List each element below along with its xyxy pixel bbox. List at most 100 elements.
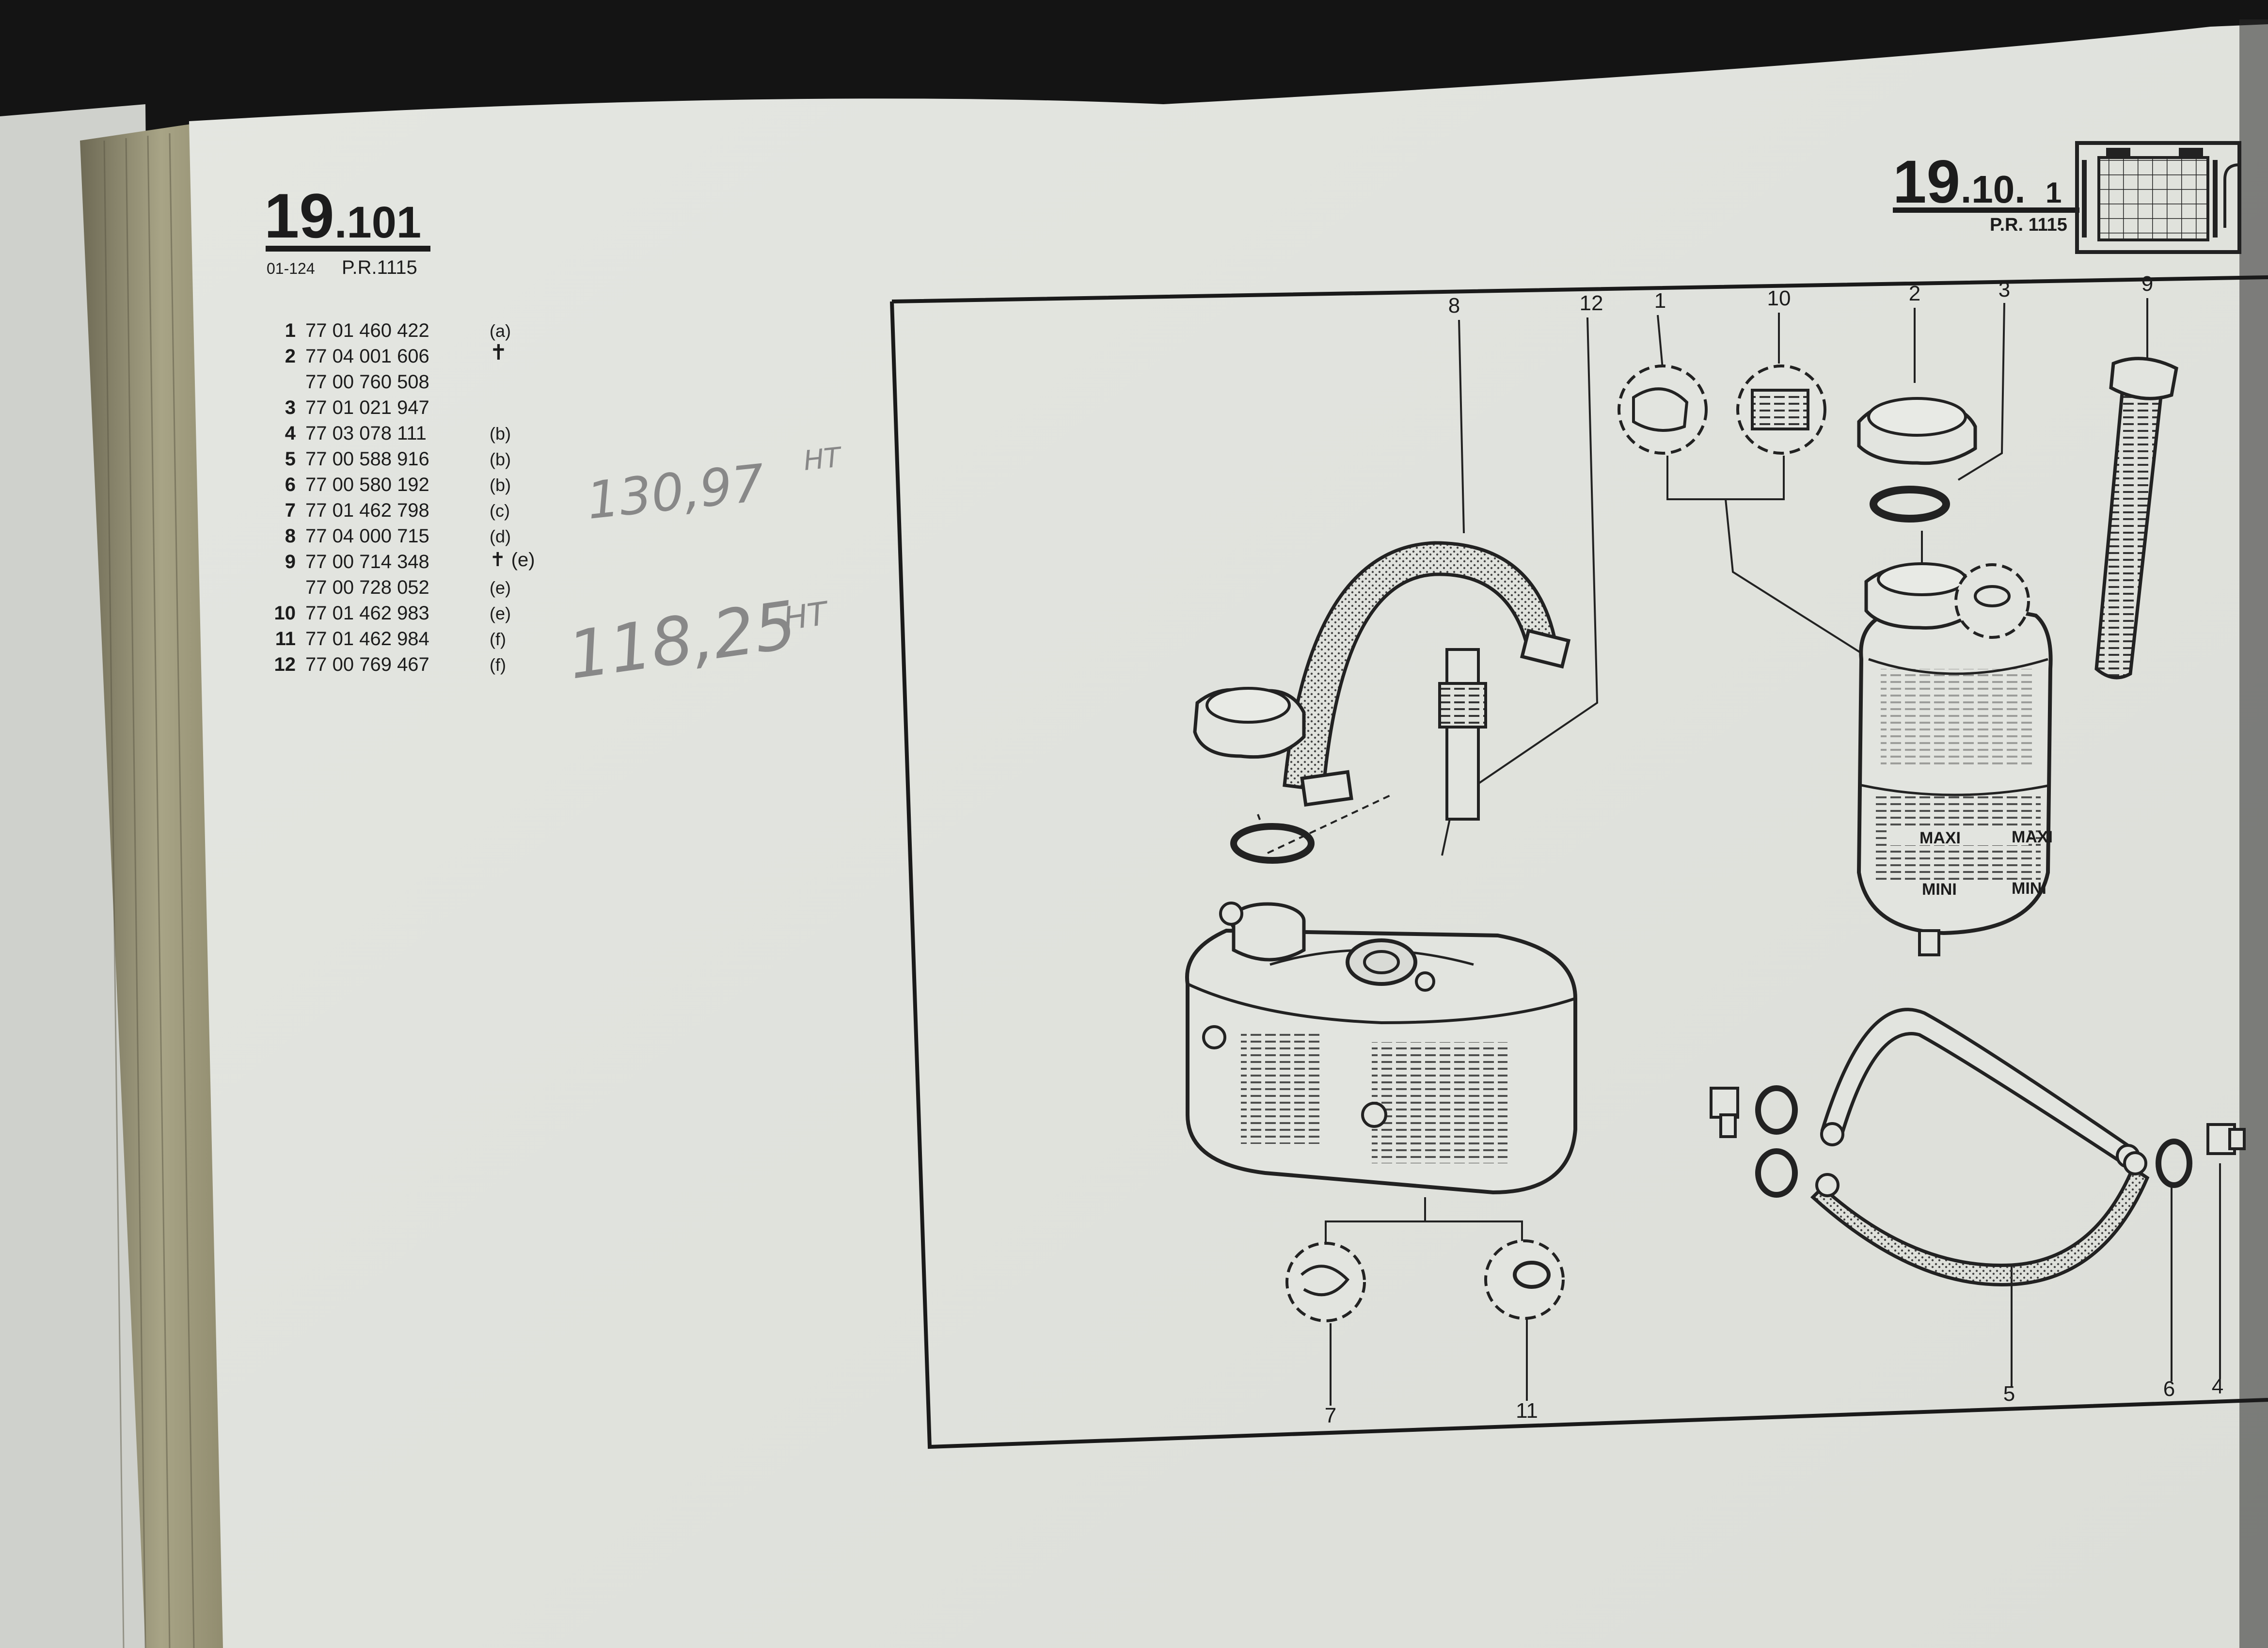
part-index: 5 (285, 448, 296, 470)
hose-clamp-part-6 (2156, 1139, 2192, 1188)
part-index: 4 (285, 423, 296, 444)
part-reference: 77 00 714 348 (305, 551, 429, 572)
hose-fitting (1710, 1087, 1739, 1138)
seal-ring (1230, 823, 1315, 864)
catalog-code: 01-124 (267, 260, 315, 277)
reservoir-tank (1185, 902, 1577, 1195)
handwritten-price-suffix: HT (802, 442, 844, 477)
table-row: 8 77 04 000 715 (d) (285, 525, 511, 547)
part-reference: 77 01 462 983 (305, 602, 429, 624)
callout-2: 2 (1909, 282, 1920, 305)
section-number: 19 (264, 180, 334, 251)
table-row: 9 77 00 714 348 ✝ (e) (285, 549, 535, 572)
callouts: 8 12 1 10 2 3 9 7 11 5 6 4 (1325, 272, 2223, 1427)
part-reference: 77 00 760 508 (305, 371, 429, 393)
callout-9: 9 (2141, 272, 2153, 296)
callout-10: 10 (1767, 286, 1791, 310)
callout-8: 8 (1448, 294, 1460, 317)
expansion-bottle: MAXI MAXI MINI MINI (1856, 562, 2053, 956)
pr-reference: P.R.1115 (342, 257, 417, 278)
callout-6: 6 (2163, 1377, 2175, 1401)
pr-reference: P.R. 1115 (1990, 215, 2067, 235)
part-note: (e) (490, 603, 511, 623)
table-row: 5 77 00 588 916 (b) (285, 448, 511, 470)
hose-part-5 (1810, 1151, 2150, 1286)
part-index: 7 (285, 500, 296, 521)
table-row: 1 77 01 460 422 (a) (285, 320, 511, 341)
callout-4: 4 (2212, 1375, 2223, 1398)
table-row: 2 77 04 001 606 ✝ (285, 341, 508, 367)
part-reference: 77 04 000 715 (305, 525, 429, 547)
table-row: 77 00 760 508 (305, 371, 429, 393)
part-note: (e) (490, 578, 511, 598)
table-row: 7 77 01 462 798 (c) (285, 500, 510, 521)
filler-cap (1193, 687, 1306, 759)
handwritten-price-suffix: HT (781, 594, 832, 637)
part-reference: 77 00 580 192 (305, 474, 429, 495)
callout-5: 5 (2003, 1382, 2015, 1406)
part-reference: 77 03 078 111 (305, 423, 427, 444)
part-index: 11 (275, 628, 296, 650)
part-index: 2 (285, 346, 296, 367)
left-header: 19 .101 01-124 P.R.1115 (264, 180, 430, 278)
parts-list: 1 77 01 460 422 (a) 2 77 04 001 606 ✝ 77 00 … (274, 320, 535, 675)
section-number: 19 (1893, 148, 1960, 216)
bottle-maxi-label: MAXI (2012, 828, 2053, 846)
part-reference: 77 00 769 467 (305, 654, 429, 675)
part-index: 3 (285, 397, 296, 418)
part-note: (c) (490, 501, 510, 521)
detail-inset-11 (1484, 1239, 1565, 1320)
detail-inset-7 (1285, 1242, 1366, 1322)
section-tail-number: 1 (2046, 176, 2062, 209)
part-note: (f) (490, 629, 506, 649)
callout-3: 3 (1998, 278, 2010, 301)
part-index: 6 (285, 474, 296, 495)
bottle-maxi-label: MAXI (1919, 829, 1961, 847)
part-reference: 77 01 460 422 (305, 320, 429, 341)
radiator-icon (2075, 141, 2241, 254)
table-row: 4 77 03 078 111 (b) (285, 423, 511, 444)
part-index: 8 (285, 525, 296, 547)
part-note: (b) (490, 449, 511, 469)
callout-7: 7 (1325, 1404, 1336, 1427)
table-row: 77 00 728 052 (e) (305, 577, 511, 598)
right-header: 19 .10. 1 P.R. 1115 (1893, 141, 2241, 254)
hose-fitting-part-4 (2206, 1123, 2246, 1155)
part-note: ✝ (490, 341, 508, 364)
section-subnumber: .101 (334, 198, 421, 247)
part-index: 10 (274, 602, 296, 624)
seal-ring-part-3 (1870, 486, 1950, 523)
bottle-mini-label: MINI (1922, 880, 1957, 899)
table-row: 3 77 01 021 947 (285, 397, 429, 418)
callout-11: 11 (1516, 1399, 1538, 1423)
part-reference: 77 04 001 606 (305, 346, 429, 367)
part-reference: 77 01 462 984 (305, 628, 429, 650)
bottle-mini-label: MINI (2012, 879, 2046, 898)
strap-part-8 (1283, 541, 1571, 807)
callout-12: 12 (1580, 291, 1603, 315)
part-note: (d) (490, 526, 511, 546)
part-note: ✝ (e) (490, 549, 535, 570)
filler-tube-part-9 (2094, 357, 2178, 680)
part-reference: 77 00 728 052 (305, 577, 429, 598)
part-index: 1 (285, 320, 296, 341)
table-row: 10 77 01 462 983 (e) (274, 602, 511, 624)
part-reference: 77 01 462 798 (305, 500, 429, 521)
part-note: (a) (490, 321, 511, 341)
part-reference: 77 00 588 916 (305, 448, 429, 470)
diagram-frame (890, 275, 2268, 1449)
table-row: 6 77 00 580 192 (b) (285, 474, 511, 495)
hose-clamp (1755, 1085, 1798, 1135)
table-row: 11 77 01 462 984 (f) (275, 628, 506, 650)
part-reference: 77 01 021 947 (305, 397, 429, 418)
part-index: 9 (285, 551, 296, 572)
section-subnumber: .10. (1961, 168, 2025, 211)
callout-1: 1 (1654, 289, 1666, 313)
part-note: (b) (490, 424, 511, 444)
part-index: 12 (274, 654, 296, 675)
part-note: (b) (490, 475, 511, 495)
expansion-cap-part-2 (1857, 397, 1977, 465)
gauge-rod-part-12 (1438, 648, 1487, 821)
